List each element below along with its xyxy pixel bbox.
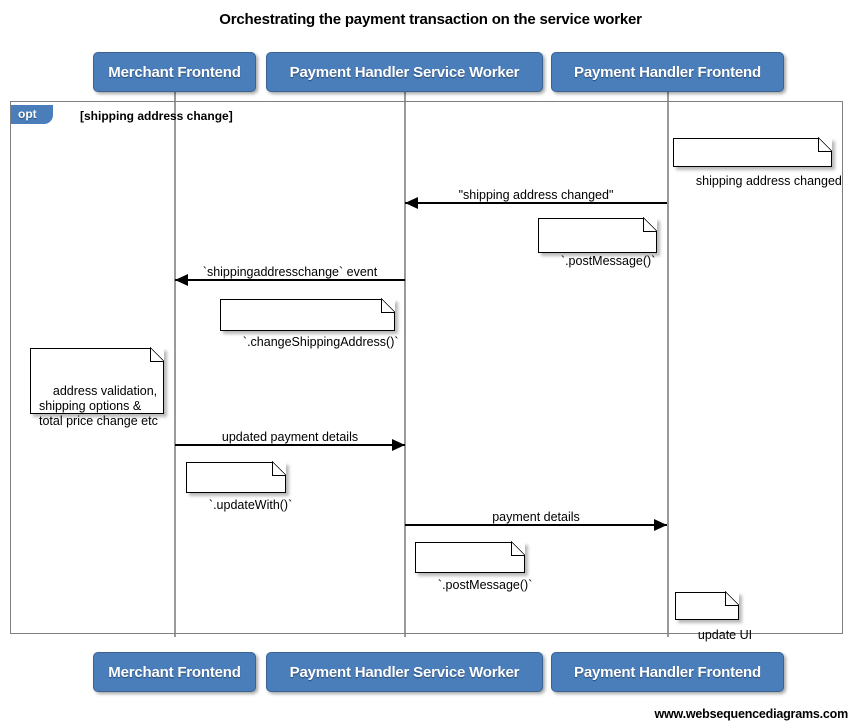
- message-line-shippingaddresschange-event: [175, 279, 405, 281]
- actor-box-bottom-payment-handler-frontend[interactable]: Payment Handler Frontend: [551, 652, 784, 692]
- note-update-with: `.updateWith()`: [186, 461, 292, 512]
- message-line-shipping-address-changed: [405, 202, 667, 204]
- message-arrowhead-shipping-address-changed: [405, 197, 418, 209]
- note-fold-corner-icon: [725, 591, 739, 606]
- lifeline-payment-handler-service-worker: [404, 92, 406, 637]
- message-label-updated-payment-details: updated payment details: [221, 430, 359, 444]
- actor-box-bottom-payment-handler-service-worker[interactable]: Payment Handler Service Worker: [266, 652, 543, 692]
- note-fold-corner-icon: [381, 298, 395, 313]
- message-label-shippingaddresschange-event: `shippingaddresschange` event: [202, 265, 378, 279]
- actor-box-top-payment-handler-service-worker[interactable]: Payment Handler Service Worker: [266, 52, 543, 92]
- footer-attribution: www.websequencediagrams.com: [654, 707, 848, 721]
- note-fold-corner-icon: [511, 541, 525, 556]
- message-label-shipping-address-changed: "shipping address changed": [458, 188, 614, 202]
- message-line-updated-payment-details: [175, 444, 405, 446]
- actor-box-bottom-merchant-frontend[interactable]: Merchant Frontend: [93, 652, 256, 692]
- message-arrowhead-payment-details: [654, 519, 667, 531]
- lifeline-payment-handler-frontend: [667, 92, 669, 637]
- note-change-shipping-address: `.changeShippingAddress()`: [220, 298, 399, 349]
- actor-box-top-merchant-frontend[interactable]: Merchant Frontend: [93, 52, 256, 92]
- opt-fragment-operator-tag: opt: [11, 105, 53, 124]
- opt-fragment-frame: [10, 101, 843, 634]
- note-fold-corner-icon: [818, 137, 832, 152]
- note-address-validation: address validation, shipping options & t…: [30, 347, 164, 428]
- note-update-ui: update UI: [675, 591, 752, 642]
- message-arrowhead-updated-payment-details: [392, 439, 405, 451]
- note-fold-corner-icon: [643, 217, 657, 232]
- actor-box-top-payment-handler-frontend[interactable]: Payment Handler Frontend: [551, 52, 784, 92]
- note-post-message-1: `.postMessage()`: [538, 217, 657, 268]
- lifeline-merchant-frontend: [174, 92, 176, 637]
- note-post-message-2: `.postMessage()`: [415, 541, 532, 592]
- message-arrowhead-shippingaddresschange-event: [175, 274, 188, 286]
- diagram-title: Orchestrating the payment transaction on…: [219, 11, 642, 28]
- opt-fragment-condition: [shipping address change]: [80, 109, 233, 123]
- message-label-payment-details: payment details: [492, 510, 580, 524]
- note-fold-corner-icon: [150, 347, 164, 362]
- message-line-payment-details: [405, 524, 667, 526]
- note-shipping-address-changed: shipping address changed: [673, 137, 842, 188]
- note-fold-corner-icon: [272, 461, 286, 476]
